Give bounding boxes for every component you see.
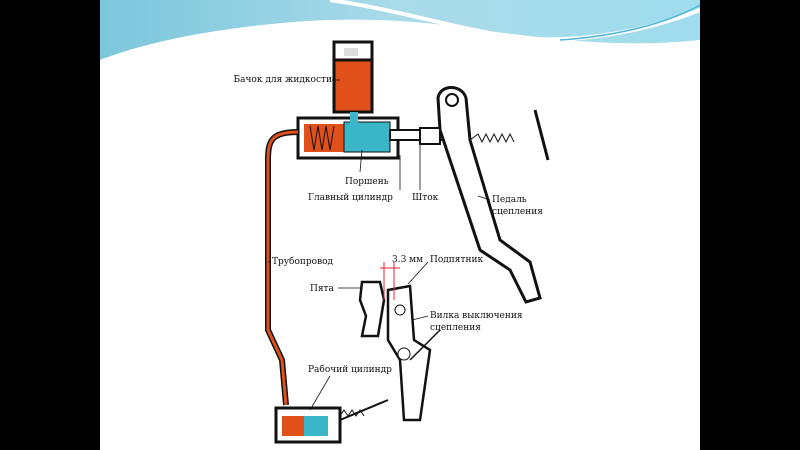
label-pipeline: Трубопровод (272, 256, 334, 267)
label-piston: Поршень (345, 177, 389, 187)
header-wave (100, 0, 700, 60)
label-master-cylinder: Главный цилиндр (308, 193, 393, 203)
label-slave-cylinder: Рабочий цилиндр (308, 364, 392, 375)
label-rod: Шток (412, 193, 439, 203)
label-pedal-line1: Педаль (492, 195, 527, 205)
heel (358, 280, 386, 338)
release-fork (386, 284, 441, 422)
label-fork-line1: Вилка выключения (430, 311, 523, 321)
label-release-bearing: Подпятник (430, 255, 483, 265)
label-heel: Пята (310, 284, 335, 294)
slide: Бачок для жидкости Поршень Главный цилин… (100, 0, 700, 450)
slave-cylinder (274, 399, 389, 444)
label-gap: 3.3 мм (392, 255, 423, 265)
clutch-hydraulic-diagram: Бачок для жидкости Поршень Главный цилин… (100, 0, 700, 450)
clutch-pedal (419, 86, 550, 304)
header-wave-highlight (100, 26, 380, 62)
label-reservoir: Бачок для жидкости (233, 75, 332, 85)
fluid-reservoir (332, 40, 374, 114)
label-fork-line2: сцепления (430, 323, 481, 333)
label-pedal-line2: сцепления (492, 207, 543, 217)
